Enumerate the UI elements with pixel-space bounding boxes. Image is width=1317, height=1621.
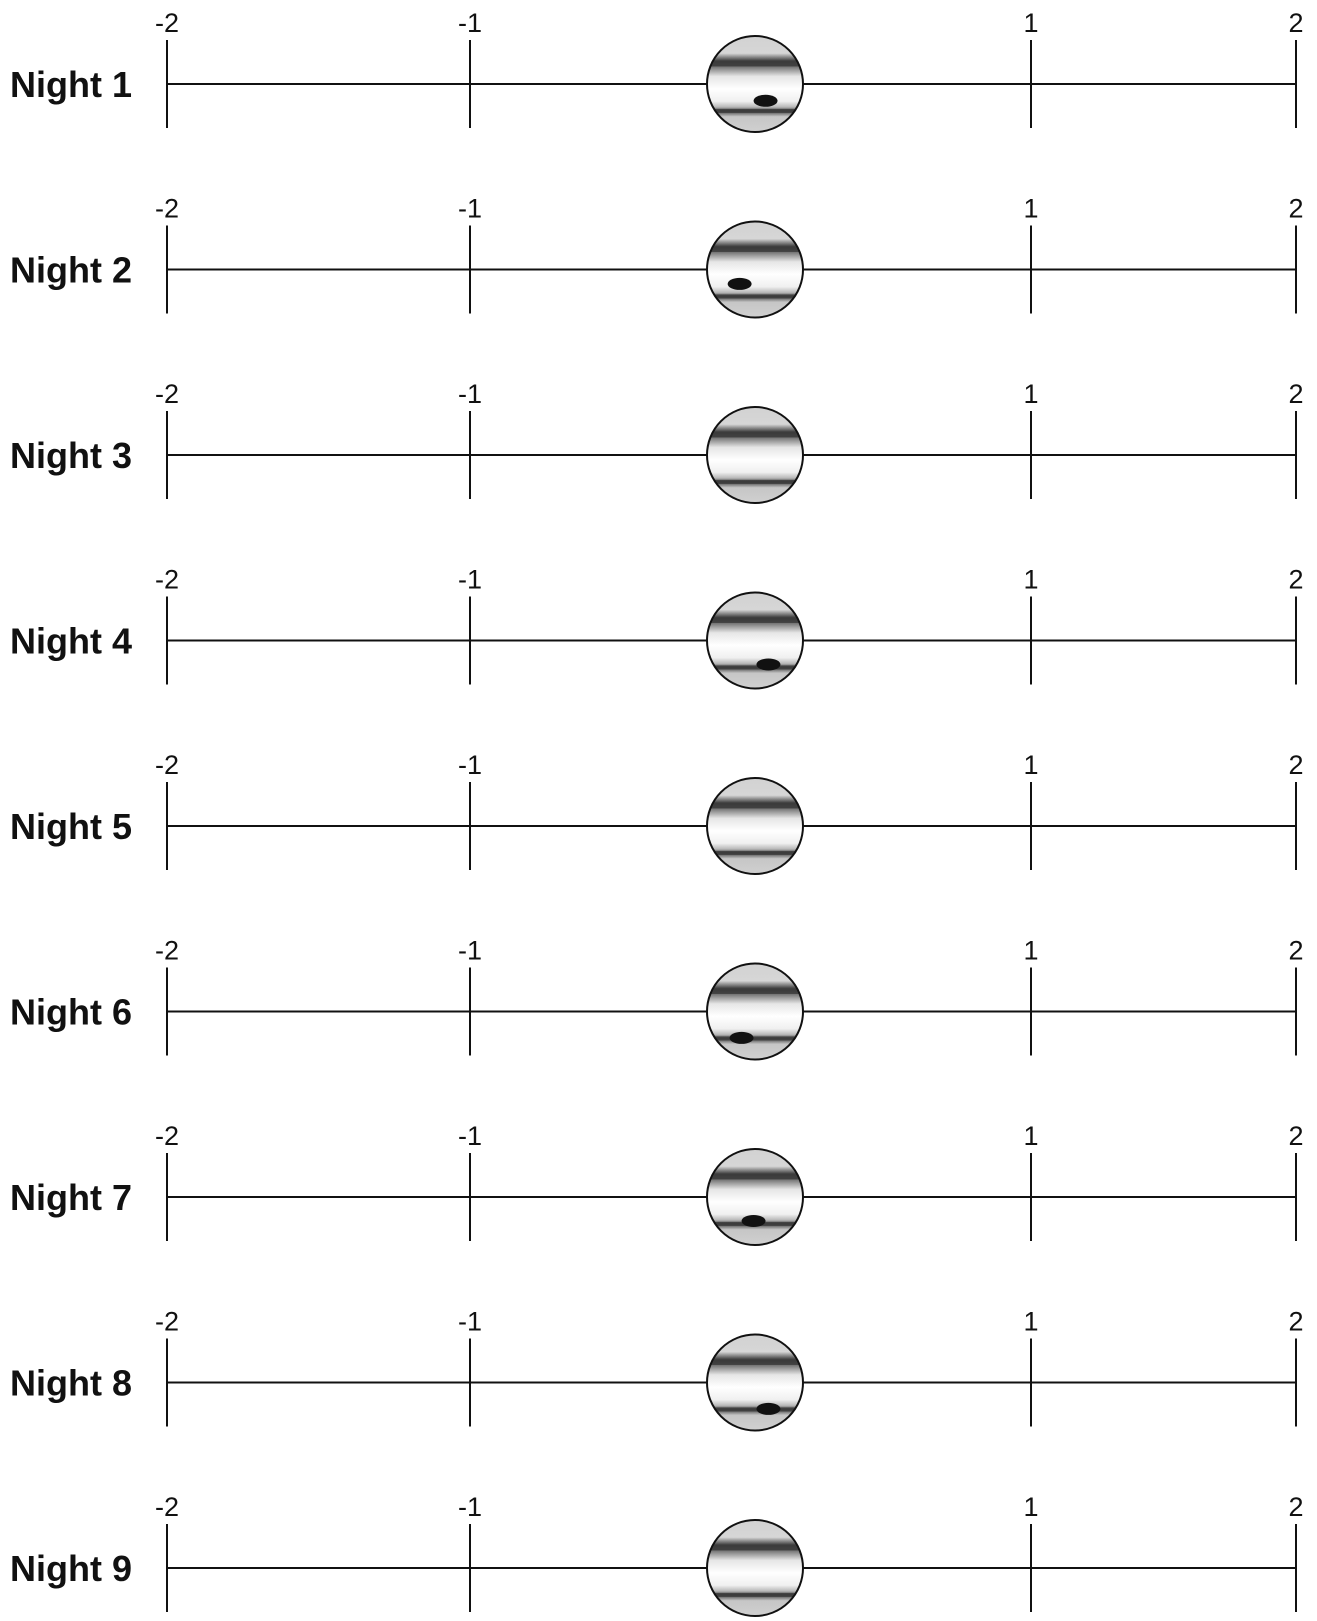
night-label: Night 9: [10, 1548, 132, 1589]
tick-label: 1: [1023, 194, 1038, 224]
planet-outline: [706, 962, 804, 1061]
cloud-band: [707, 803, 803, 809]
night-label: Night 2: [10, 250, 132, 291]
tick-label: 1: [1023, 750, 1038, 780]
night-row: Night 7 -2 -1 1 2: [10, 1121, 1304, 1246]
planet-disk: [707, 36, 803, 132]
tick-label: -1: [458, 1121, 482, 1151]
cloud-band: [707, 1036, 803, 1041]
planet-outline: [706, 591, 804, 690]
tick-label: 1: [1023, 936, 1038, 966]
tick-label: -2: [155, 379, 179, 409]
cloud-band: [707, 1545, 803, 1551]
tick-label: 2: [1288, 1307, 1303, 1337]
night-row: Night 2 -2 -1 1 2: [10, 194, 1304, 319]
cloud-band: [707, 617, 803, 623]
night-label: Night 1: [10, 64, 132, 105]
night-row: Night 3 -2 -1 1 2: [10, 379, 1304, 504]
dark-spot: [729, 1031, 754, 1044]
tick-label: 2: [1288, 194, 1303, 224]
tick-label: 2: [1288, 936, 1303, 966]
tick-label: -1: [458, 1307, 482, 1337]
night-label: Night 5: [10, 806, 132, 847]
tick-label: -1: [458, 936, 482, 966]
tick-label: 1: [1023, 8, 1038, 38]
tick-label: -2: [155, 936, 179, 966]
tick-label: 1: [1023, 1492, 1038, 1522]
tick-label: -2: [155, 750, 179, 780]
night-label: Night 6: [10, 992, 132, 1033]
cloud-band: [707, 1174, 803, 1180]
cloud-band: [707, 665, 803, 670]
planet-disk: [707, 1520, 803, 1616]
tick-label: -2: [155, 8, 179, 38]
cloud-band: [707, 1359, 803, 1365]
cloud-band: [707, 61, 803, 67]
night-row: Night 9 -2 -1 1 2: [10, 1492, 1304, 1617]
night-row: Night 4 -2 -1 1 2: [10, 565, 1304, 690]
tick-label: -1: [458, 194, 482, 224]
night-label: Night 4: [10, 621, 132, 662]
planet-outline: [706, 1148, 804, 1246]
dark-spot: [756, 658, 781, 671]
dark-spot: [741, 1215, 766, 1227]
tick-label: 1: [1023, 1307, 1038, 1337]
night-label: Night 7: [10, 1177, 132, 1218]
planet-disk: [707, 1149, 803, 1245]
tick-label: 2: [1288, 8, 1303, 38]
tick-label: -1: [458, 750, 482, 780]
night-row: Night 6 -2 -1 1 2: [10, 936, 1304, 1061]
night-row: Night 5 -2 -1 1 2: [10, 750, 1304, 875]
cloud-band: [707, 1592, 803, 1597]
dark-spot: [727, 277, 752, 290]
planet-outline: [706, 777, 804, 875]
dark-spot: [753, 94, 778, 107]
cloud-band: [707, 432, 803, 438]
planet-disk: [707, 407, 803, 503]
tick-label: 1: [1023, 1121, 1038, 1151]
tick-label: 2: [1288, 750, 1303, 780]
tick-label: 1: [1023, 379, 1038, 409]
planet-outline: [706, 220, 804, 319]
cloud-band: [707, 294, 803, 299]
tick-label: 2: [1288, 1121, 1303, 1151]
tick-label: -2: [155, 1492, 179, 1522]
tick-label: 2: [1288, 379, 1303, 409]
tick-label: -1: [458, 8, 482, 38]
planet-disk: [707, 778, 803, 874]
planet-outline: [706, 406, 804, 504]
planet-outline: [706, 35, 804, 133]
tick-label: -1: [458, 565, 482, 595]
cloud-band: [707, 988, 803, 994]
tick-label: -2: [155, 194, 179, 224]
tick-label: 1: [1023, 565, 1038, 595]
cloud-band: [707, 108, 803, 113]
tick-label: -2: [155, 565, 179, 595]
night-label: Night 3: [10, 435, 132, 476]
tick-label: -2: [155, 1121, 179, 1151]
cloud-band: [707, 1407, 803, 1412]
night-row: Night 1 -2 -1 1 2: [10, 8, 1304, 133]
cloud-band: [707, 850, 803, 855]
planet-disk: [707, 221, 803, 318]
cloud-band: [707, 479, 803, 484]
night-label: Night 8: [10, 1363, 132, 1404]
cloud-band: [707, 246, 803, 252]
tick-label: 2: [1288, 1492, 1303, 1522]
tick-label: -2: [155, 1307, 179, 1337]
tick-label: -1: [458, 1492, 482, 1522]
night-row: Night 8 -2 -1 1 2: [10, 1307, 1304, 1432]
tick-label: 2: [1288, 565, 1303, 595]
dark-spot: [756, 1402, 781, 1415]
planet-outline: [706, 1519, 804, 1617]
tick-label: -1: [458, 379, 482, 409]
planet-outline: [706, 1333, 804, 1432]
